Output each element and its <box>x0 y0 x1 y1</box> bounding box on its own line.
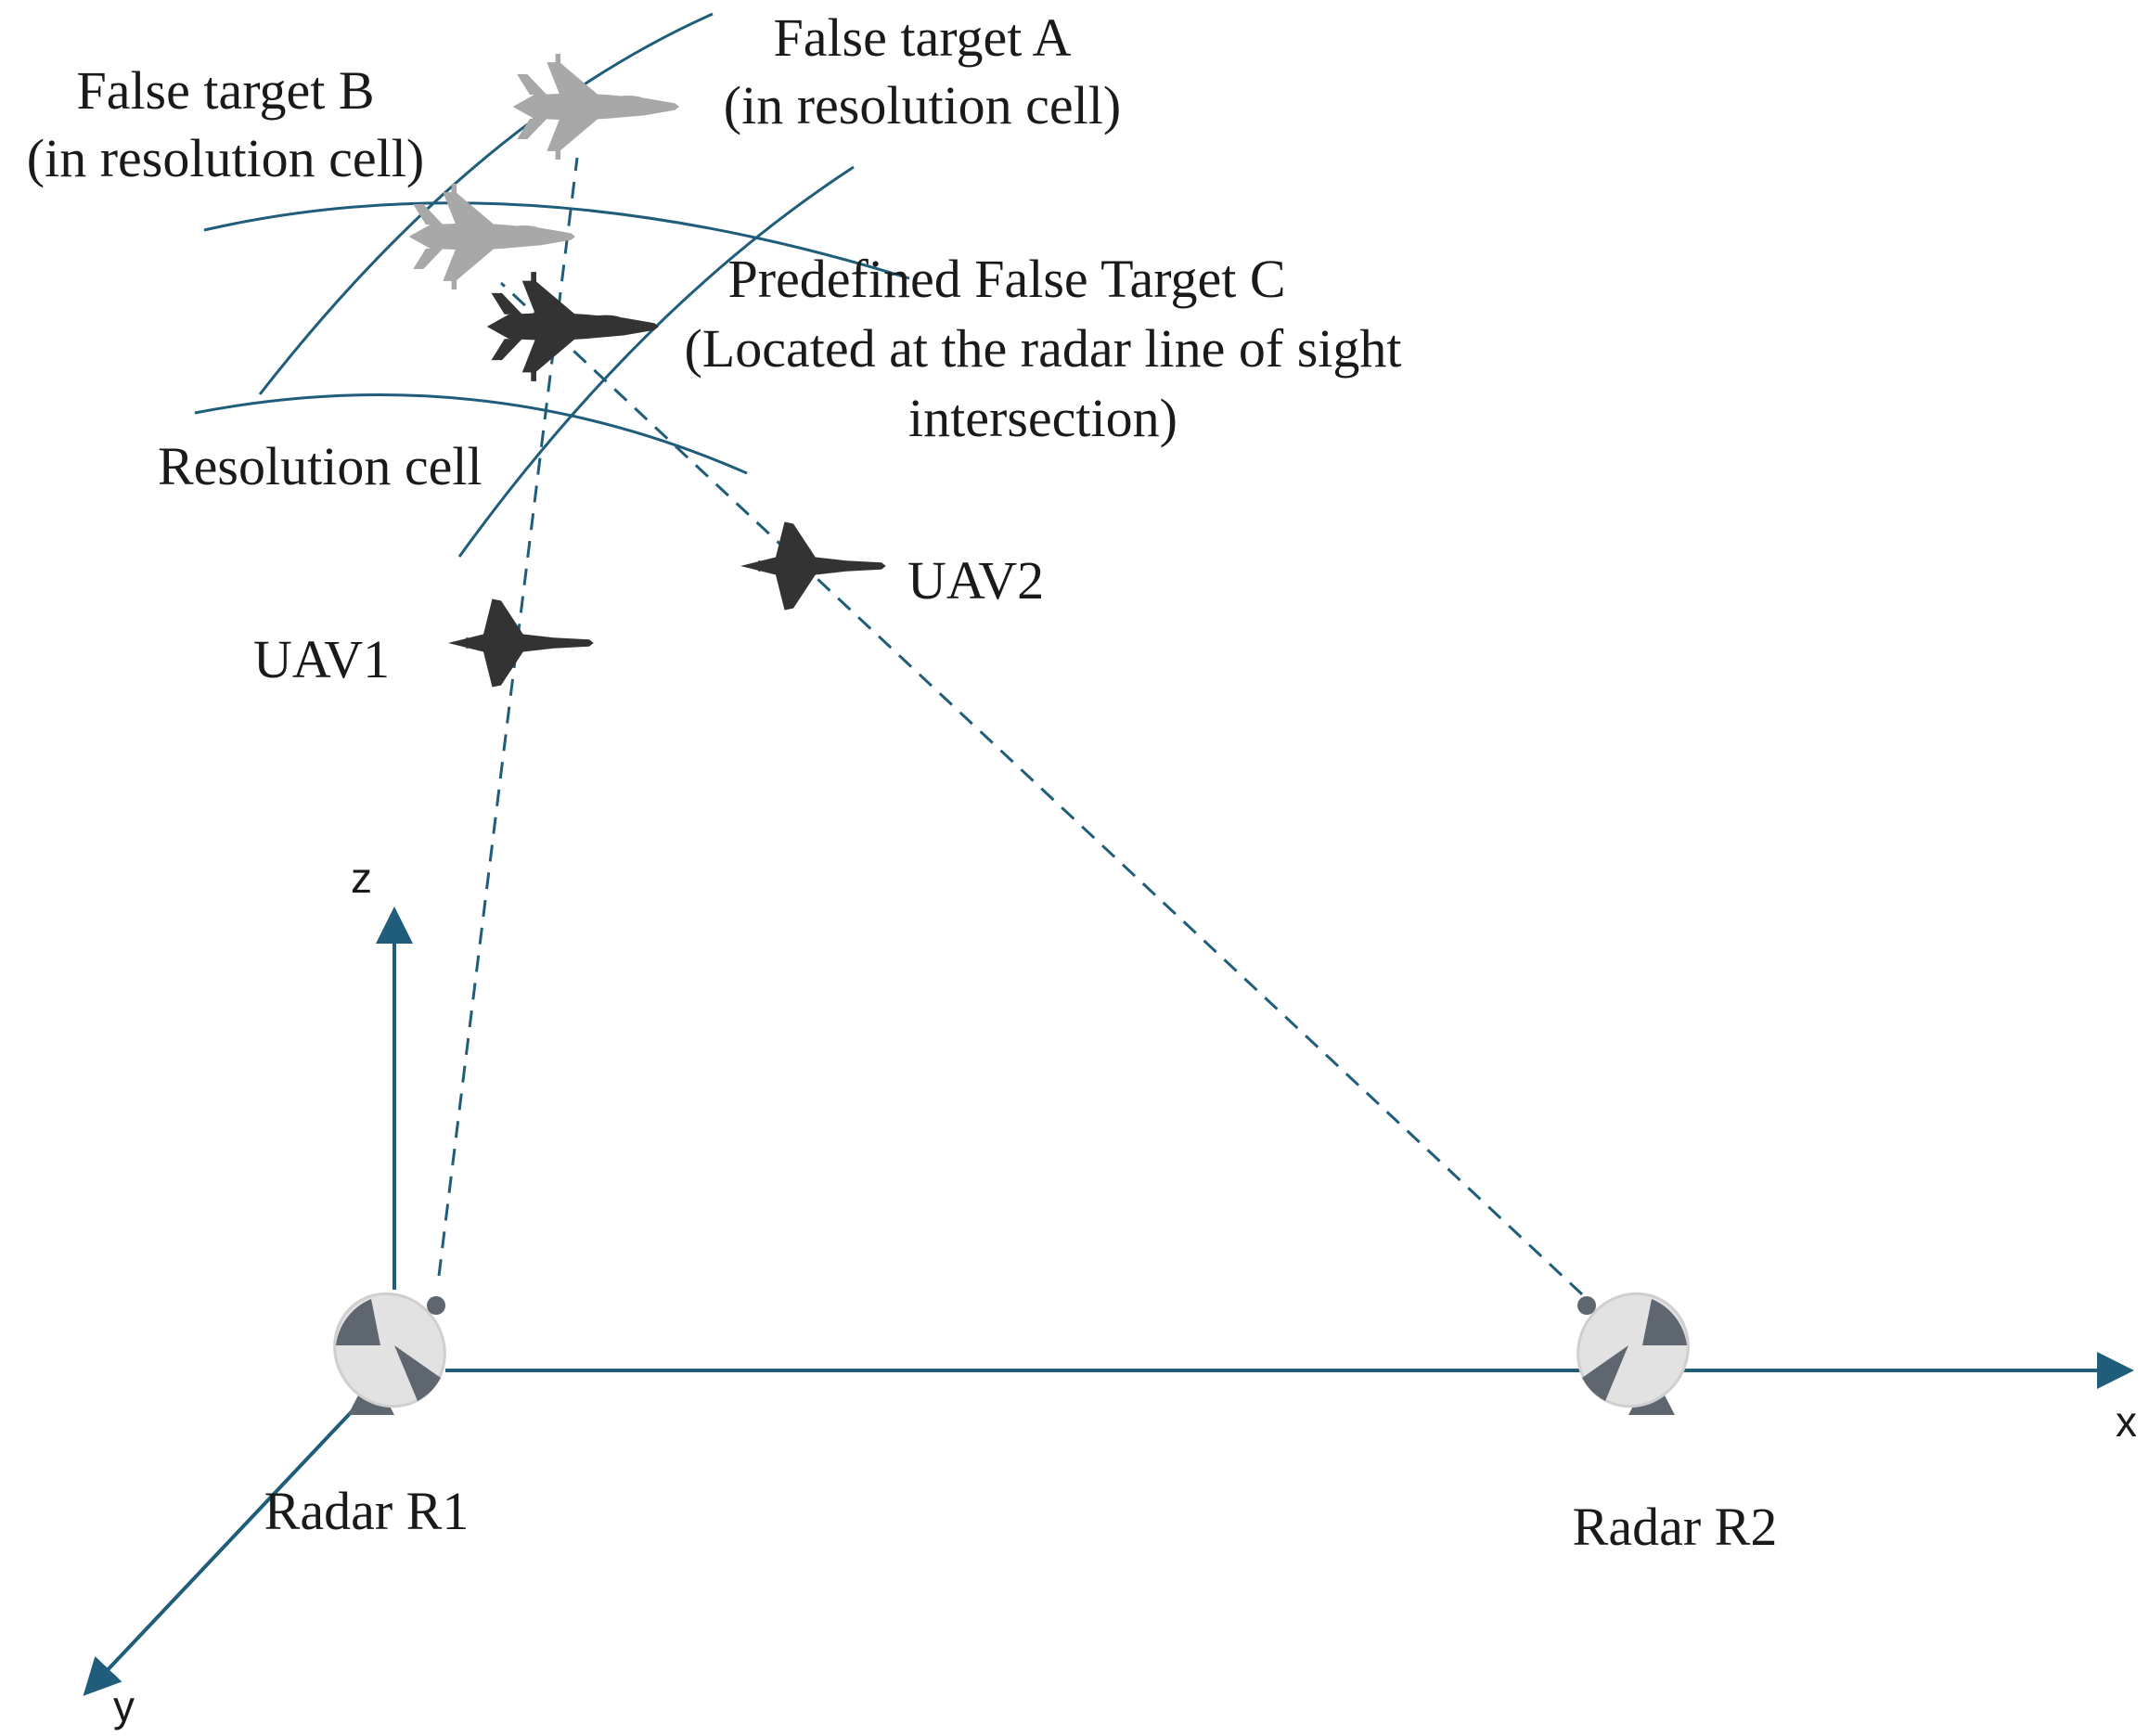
false-target-a-label-line2: (in resolution cell) <box>724 75 1121 135</box>
radar-r2-icon <box>1554 1270 1712 1430</box>
false-target-a-label-line1: False target A <box>773 7 1071 68</box>
false-target-c-icon <box>486 272 659 381</box>
uav2-label: UAV2 <box>907 550 1044 611</box>
radar-r1-label: Radar R1 <box>264 1481 470 1541</box>
false-target-c-label-line1: Predefined False Target C <box>727 249 1285 309</box>
line-of-sight-r1 <box>437 157 579 1277</box>
z-axis-label: z <box>351 854 372 902</box>
false-target-b-icon <box>408 183 575 290</box>
false-target-b-label-line1: False target B <box>76 60 374 121</box>
false-target-a-icon <box>512 53 679 161</box>
resolution-arc-inner <box>194 393 748 475</box>
y-axis <box>83 1404 359 1696</box>
resolution-cell-label: Resolution cell <box>158 436 483 496</box>
resolution-arc-left <box>258 12 714 395</box>
radar-r1-icon <box>311 1270 469 1430</box>
uav1-label: UAV1 <box>253 629 390 689</box>
uav2-icon <box>740 521 886 611</box>
false-target-b-label-line2: (in resolution cell) <box>27 128 424 188</box>
false-target-c-label-line3: intersection) <box>908 388 1177 448</box>
coordinate-axes: x z y <box>83 854 2137 1730</box>
text-labels: False target A (in resolution cell) Fals… <box>27 7 1778 1557</box>
line-of-sight-lines <box>437 157 1584 1296</box>
resolution-arc-outer <box>203 201 910 280</box>
resolution-arc-right <box>457 165 855 558</box>
radar-r2-label: Radar R2 <box>1573 1497 1778 1557</box>
resolution-cell-arcs <box>194 12 910 558</box>
x-axis-label: x <box>2116 1397 2137 1446</box>
false-target-c-label-line2: (Located at the radar line of sight <box>684 318 1401 379</box>
line-of-sight-r2 <box>499 281 1584 1296</box>
y-axis-label: y <box>113 1682 135 1730</box>
